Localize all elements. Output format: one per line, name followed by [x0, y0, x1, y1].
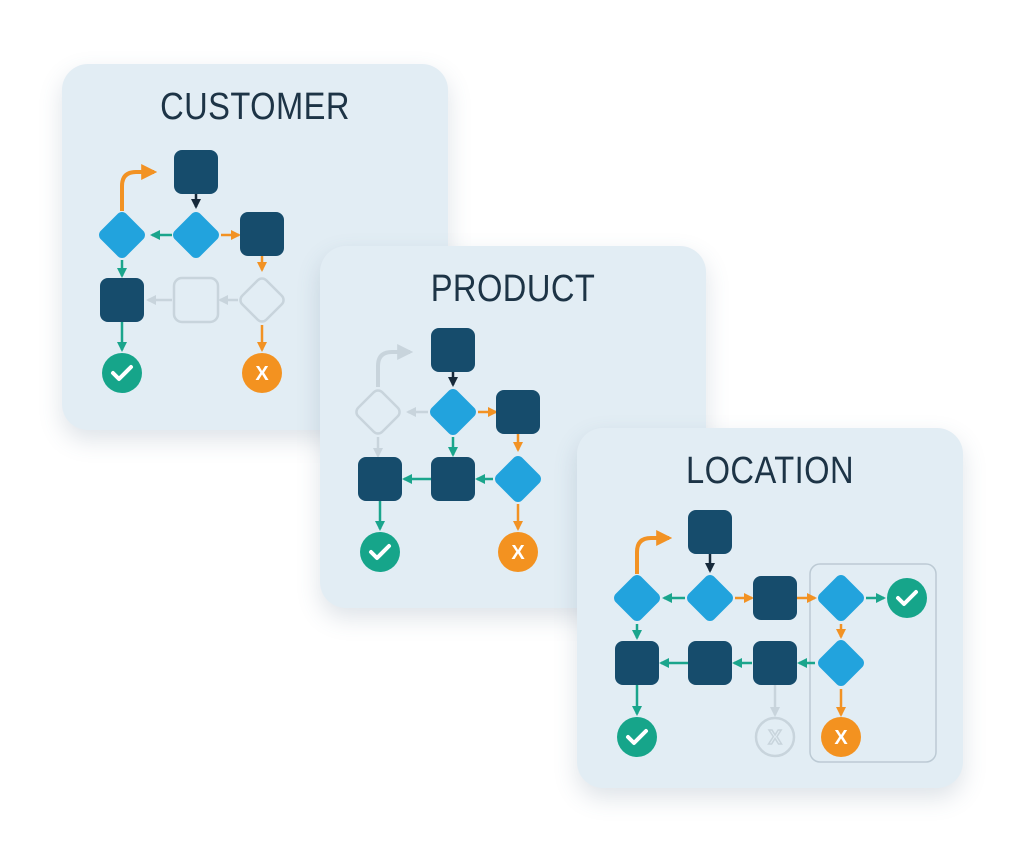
process-box: [358, 457, 402, 501]
arrow-loop-back: [635, 530, 673, 574]
card-title-product: PRODUCT: [430, 268, 596, 310]
arrow-faded-loop: [376, 344, 414, 387]
checkmark-icon: [887, 578, 927, 618]
x-icon: X: [821, 717, 861, 757]
card-title-customer: CUSTOMER: [160, 86, 350, 128]
failure-mark-label: X: [511, 542, 525, 564]
faded-failure-mark-label: X: [768, 727, 782, 749]
process-box-start: [174, 150, 218, 194]
arrow-loop-back: [120, 164, 158, 211]
failure-mark-label: X: [255, 363, 269, 385]
location-flowchart: X X: [614, 510, 937, 763]
decision-diamond: [173, 212, 219, 258]
decision-diamond: [818, 640, 864, 686]
decision-diamond: [99, 212, 145, 258]
card-title-location: LOCATION: [685, 450, 855, 492]
process-box: [496, 390, 540, 434]
customer-flowchart: X: [99, 150, 285, 393]
product-card: PRODUCT X: [320, 246, 706, 608]
checkmark-icon: [102, 353, 142, 393]
process-box: [753, 576, 797, 620]
decision-diamond: [430, 389, 476, 435]
process-box: [240, 212, 284, 256]
faded-process-box: [172, 276, 220, 324]
decision-diamond: [614, 575, 660, 621]
process-box: [100, 278, 144, 322]
faded-x-icon: X: [754, 716, 796, 758]
process-box-start: [688, 510, 732, 554]
decision-diamond: [818, 575, 864, 621]
checkmark-icon: [617, 717, 657, 757]
x-icon: X: [498, 532, 538, 572]
decision-diamond: [495, 456, 541, 502]
faded-decision-diamond: [239, 277, 285, 323]
process-box: [615, 641, 659, 685]
location-card: LOCATION: [577, 428, 963, 788]
failure-mark-label: X: [834, 727, 848, 749]
decision-diamond: [687, 575, 733, 621]
process-box: [431, 457, 475, 501]
process-box: [688, 641, 732, 685]
process-box-start: [431, 328, 475, 372]
product-flowchart: X: [355, 328, 541, 572]
faded-decision-diamond: [355, 389, 401, 435]
checkmark-icon: [360, 532, 400, 572]
process-box: [753, 641, 797, 685]
x-icon: X: [242, 353, 282, 393]
